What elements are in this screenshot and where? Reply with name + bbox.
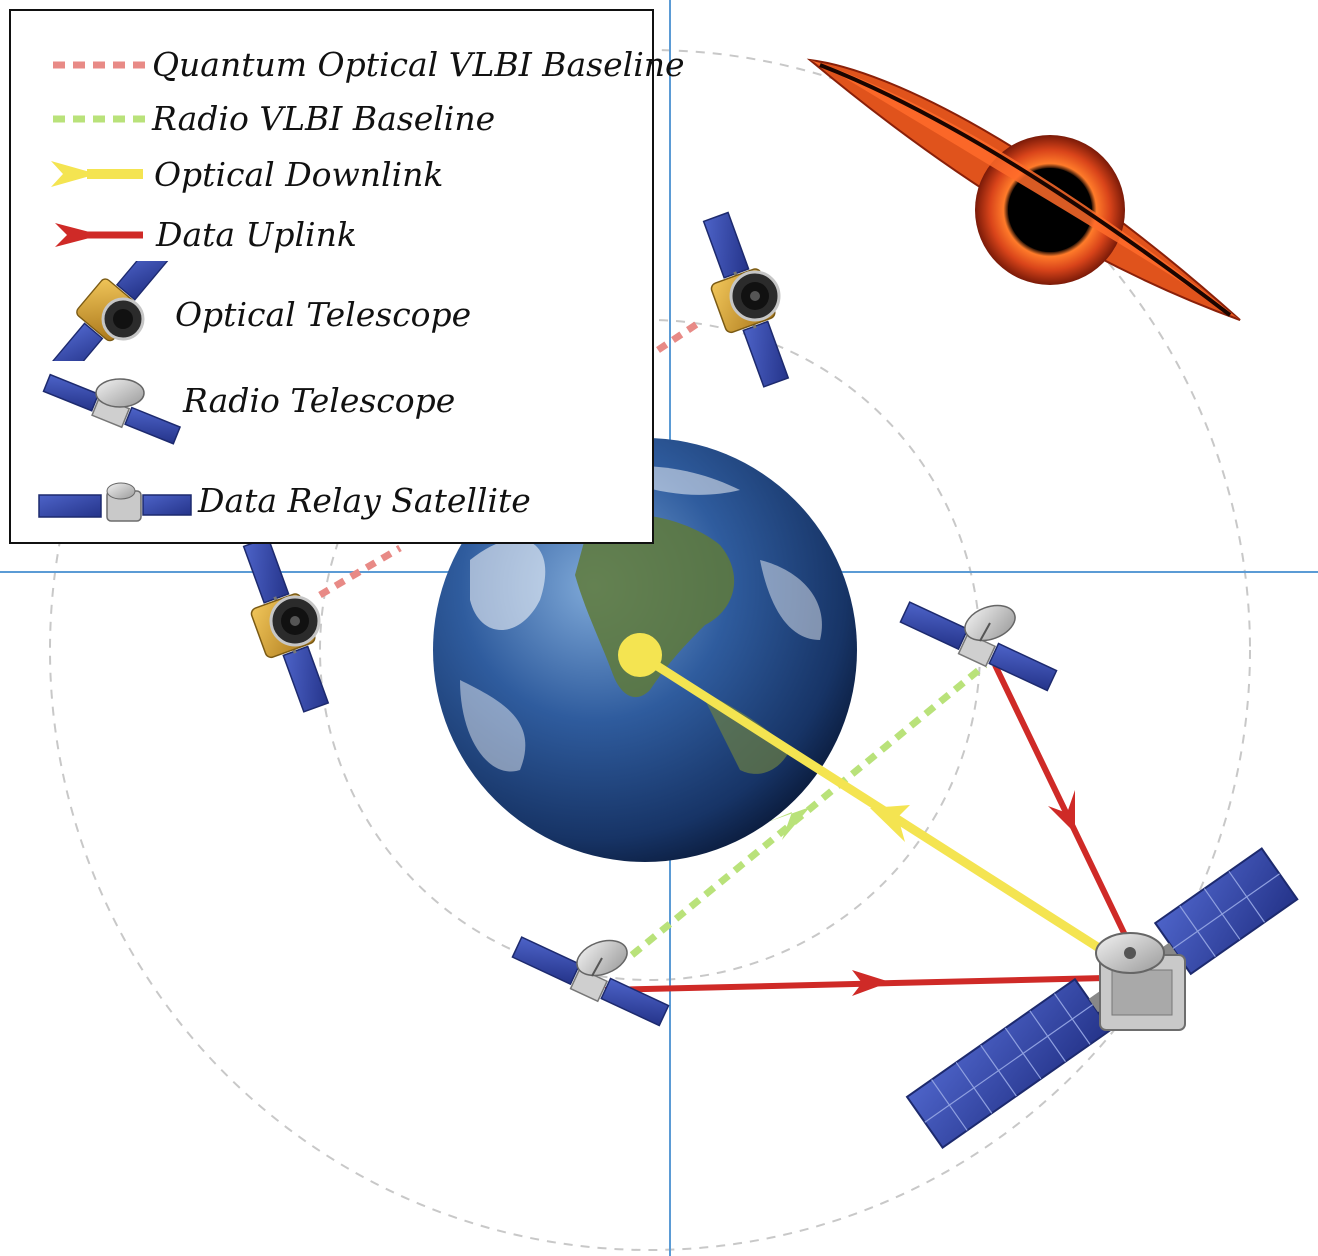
legend-optical-telescope-label: Optical Telescope xyxy=(175,295,471,334)
quantum-baseline-upper xyxy=(658,322,700,350)
radio-telescope-satellite-right xyxy=(900,599,1056,690)
legend-radio-baseline-label: Radio VLBI Baseline xyxy=(152,99,495,138)
optical-telescope-satellite-upper xyxy=(704,213,789,387)
optical-telescope-satellite-left xyxy=(244,538,329,712)
optical-downlink-swatch xyxy=(47,157,147,191)
black-hole-icon xyxy=(810,60,1240,320)
legend-quantum-label: Quantum Optical VLBI Baseline xyxy=(152,45,685,84)
radio-baseline-swatch xyxy=(49,111,149,127)
legend-box: Quantum Optical VLBI Baseline Radio VLBI… xyxy=(9,9,654,544)
radio-telescope-icon xyxy=(39,369,189,449)
quantum-baseline-swatch xyxy=(49,57,149,73)
radio-telescope-satellite-bottom xyxy=(512,934,668,1025)
relay-satellite-icon xyxy=(35,481,195,531)
data-uplink-swatch xyxy=(51,219,147,251)
legend-data-uplink-label: Data Uplink xyxy=(156,215,357,254)
legend-optical-downlink-label: Optical Downlink xyxy=(154,155,443,194)
legend-relay-satellite-label: Data Relay Satellite xyxy=(198,481,531,520)
optical-telescope-icon xyxy=(49,261,169,361)
legend-radio-telescope-label: Radio Telescope xyxy=(183,381,455,420)
